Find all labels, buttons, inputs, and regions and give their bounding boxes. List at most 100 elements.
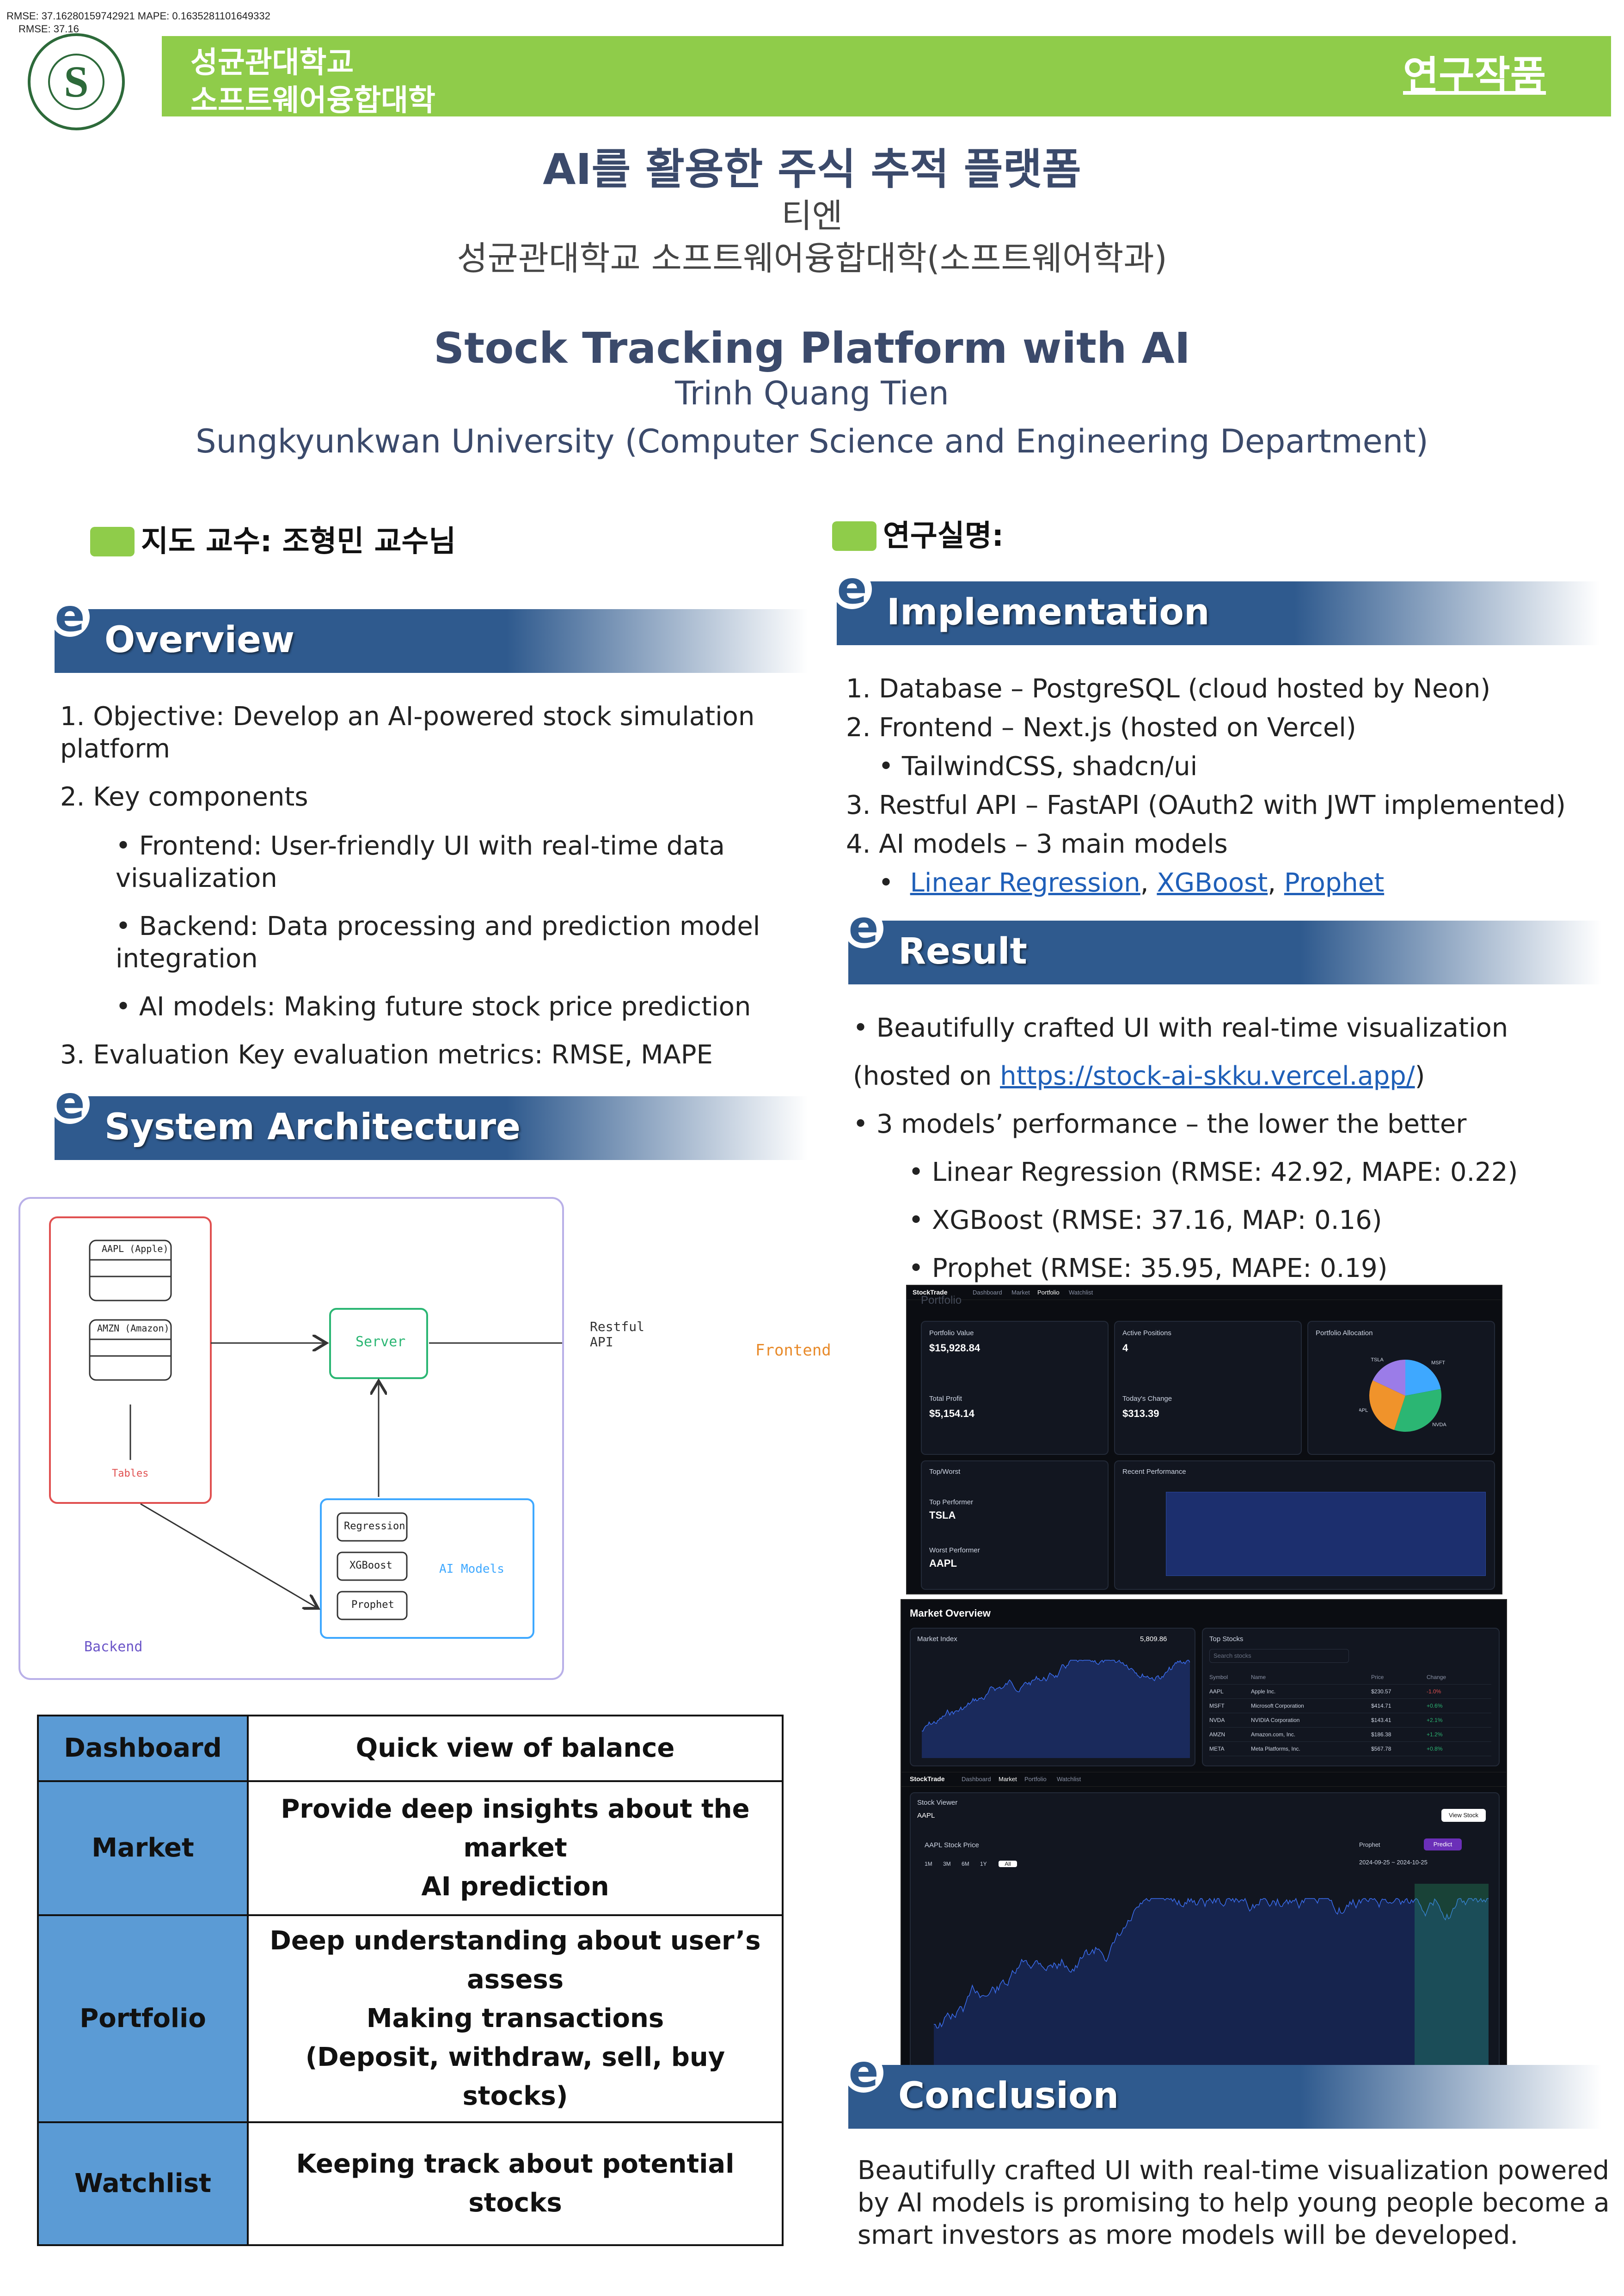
metrics-debug-short: RMSE: 37.16: [18, 23, 79, 35]
feature-value-line: Keeping track about potential stocks: [296, 2149, 735, 2218]
logo-letter: S: [64, 57, 89, 106]
app-topnav: StockTrade Dashboard Market Portfolio Wa…: [901, 1772, 1506, 1787]
implementation-item: 1. Database – PostgreSQL (cloud hosted b…: [846, 674, 1491, 704]
model-select[interactable]: Prophet: [1359, 1841, 1380, 1848]
nav-watchlist[interactable]: Watchlist: [1057, 1776, 1081, 1783]
worst-performer-label: Worst Performer: [929, 1546, 980, 1554]
range-all[interactable]: All: [999, 1861, 1017, 1867]
stock-cell: Microsoft Corporation: [1251, 1703, 1304, 1709]
total-profit-label: Total Profit: [929, 1395, 962, 1403]
topworst-card: Top/Worst Top Performer TSLA Worst Perfo…: [921, 1460, 1109, 1590]
link-linear-regression[interactable]: Linear Regression: [910, 868, 1140, 898]
overview-item: visualization: [116, 863, 277, 893]
result-line: • Beautifully crafted UI with real-time …: [853, 1013, 1508, 1043]
view-stock-button[interactable]: View Stock: [1441, 1809, 1486, 1822]
overview-item: integration: [116, 944, 258, 974]
nav-dashboard[interactable]: Dashboard: [973, 1289, 1002, 1296]
table-aapl-box: [89, 1240, 172, 1301]
stock-search-placeholder: Search stocks: [1213, 1652, 1251, 1659]
college-name-line1: 성균관대학교: [190, 46, 354, 80]
feature-value-line: Quick view of balance: [355, 1733, 675, 1763]
predict-label: Predict: [1433, 1841, 1452, 1848]
link-prophet[interactable]: Prophet: [1284, 868, 1385, 898]
nav-dashboard[interactable]: Dashboard: [962, 1776, 991, 1783]
nav-portfolio[interactable]: Portfolio: [1037, 1289, 1060, 1296]
top-performer: TSLA: [929, 1509, 956, 1521]
stock-column-header: Symbol: [1209, 1674, 1228, 1680]
stock-cell: Meta Platforms, Inc.: [1251, 1746, 1300, 1752]
stock-cell: -1.0%: [1427, 1688, 1441, 1695]
stock-cell: NVDA: [1209, 1717, 1225, 1723]
banner-e-glyph: e: [832, 566, 872, 610]
author-korean: 티엔: [781, 196, 843, 235]
portfolio-summary-card: Portfolio Value $15,928.84 Total Profit …: [921, 1321, 1109, 1455]
pie-slice-msft: [1405, 1360, 1441, 1396]
portfolio-value-label: Portfolio Value: [929, 1329, 974, 1337]
range-1y[interactable]: 1Y: [980, 1861, 987, 1867]
nav-market[interactable]: Market: [999, 1776, 1017, 1783]
stock-search-input[interactable]: Search stocks: [1209, 1649, 1349, 1663]
table-row: Portfolio Deep understanding about user’…: [37, 1914, 784, 2123]
result-line: • 3 models’ performance – the lower the …: [853, 1109, 1467, 1139]
nav-watchlist[interactable]: Watchlist: [1069, 1289, 1093, 1296]
stock-cell: NVIDIA Corporation: [1251, 1717, 1300, 1723]
implementation-item: 3. Restful API – FastAPI (OAuth2 with JW…: [846, 790, 1566, 820]
stock-cell: +2.1%: [1427, 1717, 1443, 1723]
range-6m[interactable]: 6M: [962, 1861, 969, 1867]
market-overview-title: Market Overview: [910, 1607, 991, 1619]
feature-key: Portfolio: [37, 1914, 249, 2123]
chart-line: [934, 1897, 1489, 2029]
nav-market[interactable]: Market: [1011, 1289, 1030, 1296]
stock-column-header: Price: [1371, 1674, 1384, 1680]
hosted-app-link[interactable]: https://stock-ai-skku.vercel.app/: [1000, 1061, 1415, 1091]
result-model-line: • Prophet (RMSE: 35.95, MAPE: 0.19): [908, 1253, 1388, 1283]
api-label: Restful API: [590, 1319, 645, 1350]
affiliation-korean: 성균관대학교 소프트웨어융합대학(소프트웨어학과): [457, 239, 1167, 278]
range-3m[interactable]: 3M: [943, 1861, 951, 1867]
link-separator: ,: [1140, 868, 1157, 898]
table-row: Dashboard Quick view of balance: [37, 1715, 784, 1782]
model-regression-label: Regression: [344, 1520, 405, 1532]
recent-performance-card: Recent Performance: [1114, 1460, 1495, 1590]
title-korean: AI를 활용한 주식 추적 플랫폼: [543, 145, 1081, 194]
stock-cell: +0.8%: [1427, 1746, 1443, 1752]
nav-portfolio[interactable]: Portfolio: [1024, 1776, 1047, 1783]
overview-heading: Overview: [104, 619, 295, 661]
market-index-card: Market Index 5,809.86: [910, 1628, 1195, 1766]
title-english: Stock Tracking Platform with AI: [434, 324, 1190, 373]
result-hosted-line: (hosted on https://stock-ai-skku.vercel.…: [853, 1060, 1425, 1093]
chart-area: [922, 1660, 1190, 1758]
conclusion-line: Beautifully crafted UI with real-time vi…: [858, 2156, 1610, 2186]
pie-slice-aapl: [1369, 1380, 1405, 1430]
tables-label: Tables: [112, 1468, 149, 1479]
link-xgboost[interactable]: XGBoost: [1157, 868, 1268, 898]
feature-value: Deep understanding about user’s assess M…: [247, 1914, 784, 2123]
predict-button[interactable]: Predict: [1424, 1838, 1462, 1850]
date-range[interactable]: 2024-09-25 ~ 2024-10-25: [1359, 1859, 1428, 1866]
chart-line: [922, 1660, 1190, 1732]
overview-item: • Frontend: User-friendly UI with real-t…: [116, 831, 725, 861]
stock-cell: $186.38: [1371, 1731, 1391, 1738]
hosted-suffix: ): [1415, 1061, 1425, 1091]
model-prophet-label: Prophet: [351, 1599, 394, 1611]
portfolio-value: $15,928.84: [929, 1342, 981, 1354]
pie-slice-tsla: [1373, 1360, 1405, 1396]
overview-item: • Backend: Data processing and predictio…: [116, 911, 760, 941]
tables-box: [49, 1216, 212, 1504]
range-1m[interactable]: 1M: [925, 1861, 932, 1867]
feature-key: Market: [37, 1780, 249, 1916]
conclusion-heading: Conclusion: [898, 2075, 1119, 2117]
implementation-item: 2. Frontend – Next.js (hosted on Vercel): [846, 713, 1356, 743]
pie-slice-nvda: [1394, 1389, 1441, 1432]
total-profit: $5,154.14: [929, 1408, 974, 1419]
conclusion-banner: e Conclusion: [844, 2049, 1602, 2129]
implementation-banner: e Implementation: [832, 566, 1599, 645]
table-row: Watchlist Keeping track about potential …: [37, 2121, 784, 2246]
